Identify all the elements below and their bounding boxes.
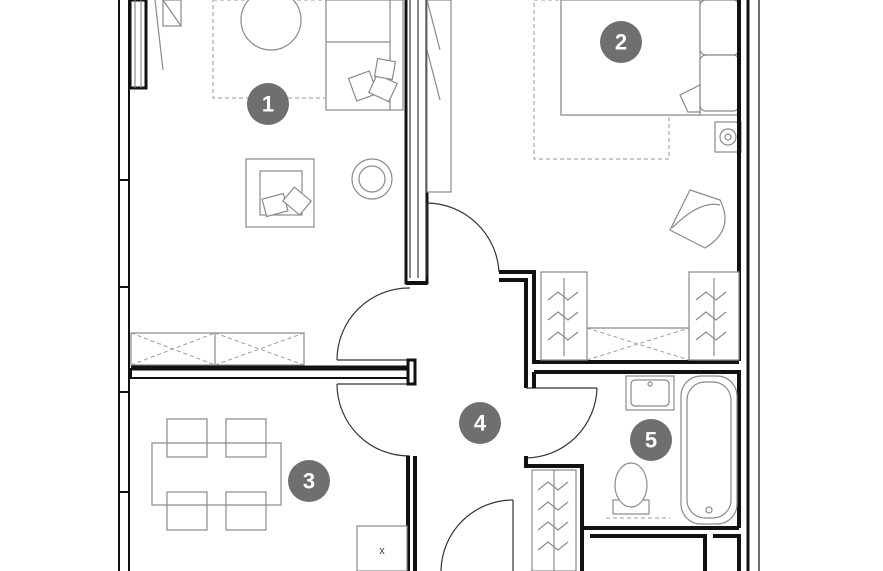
doors (336, 202, 598, 571)
partition-wall-1-2 (404, 0, 429, 285)
room-number-2: 2 (615, 30, 627, 55)
room-badge-2: 2 (600, 21, 642, 63)
chair (225, 418, 267, 458)
utility-unit (356, 525, 408, 571)
utility-mark: x (379, 545, 385, 557)
room-number-4: 4 (474, 411, 487, 436)
room-number-5: 5 (645, 428, 657, 453)
chair (166, 418, 208, 458)
room-2-furniture (533, 0, 742, 249)
round-table (240, 0, 302, 51)
toilet-bowl (614, 462, 648, 508)
bathroom-fixtures (606, 375, 738, 525)
bedroom-chair (669, 189, 726, 249)
room-badge-1: 1 (247, 83, 289, 125)
chair (225, 491, 267, 531)
storage-cabinet (130, 332, 305, 366)
room-badge-3: 3 (288, 460, 330, 502)
bedroom-wardrobe-bay (499, 270, 740, 388)
partition-walls (130, 281, 741, 571)
right-exterior-wall (737, 0, 760, 571)
left-exterior-wall (118, 0, 148, 571)
room-3-furniture: x (151, 418, 408, 571)
room-number-3: 3 (303, 469, 315, 494)
hall-storage (531, 469, 577, 571)
room-badge-4: 4 (459, 402, 501, 444)
chair (166, 491, 208, 531)
room-1-furniture (130, 0, 404, 366)
wardrobe-room-2 (426, 0, 452, 193)
room-badge-5: 5 (630, 419, 672, 461)
room-number-1: 1 (262, 92, 274, 117)
